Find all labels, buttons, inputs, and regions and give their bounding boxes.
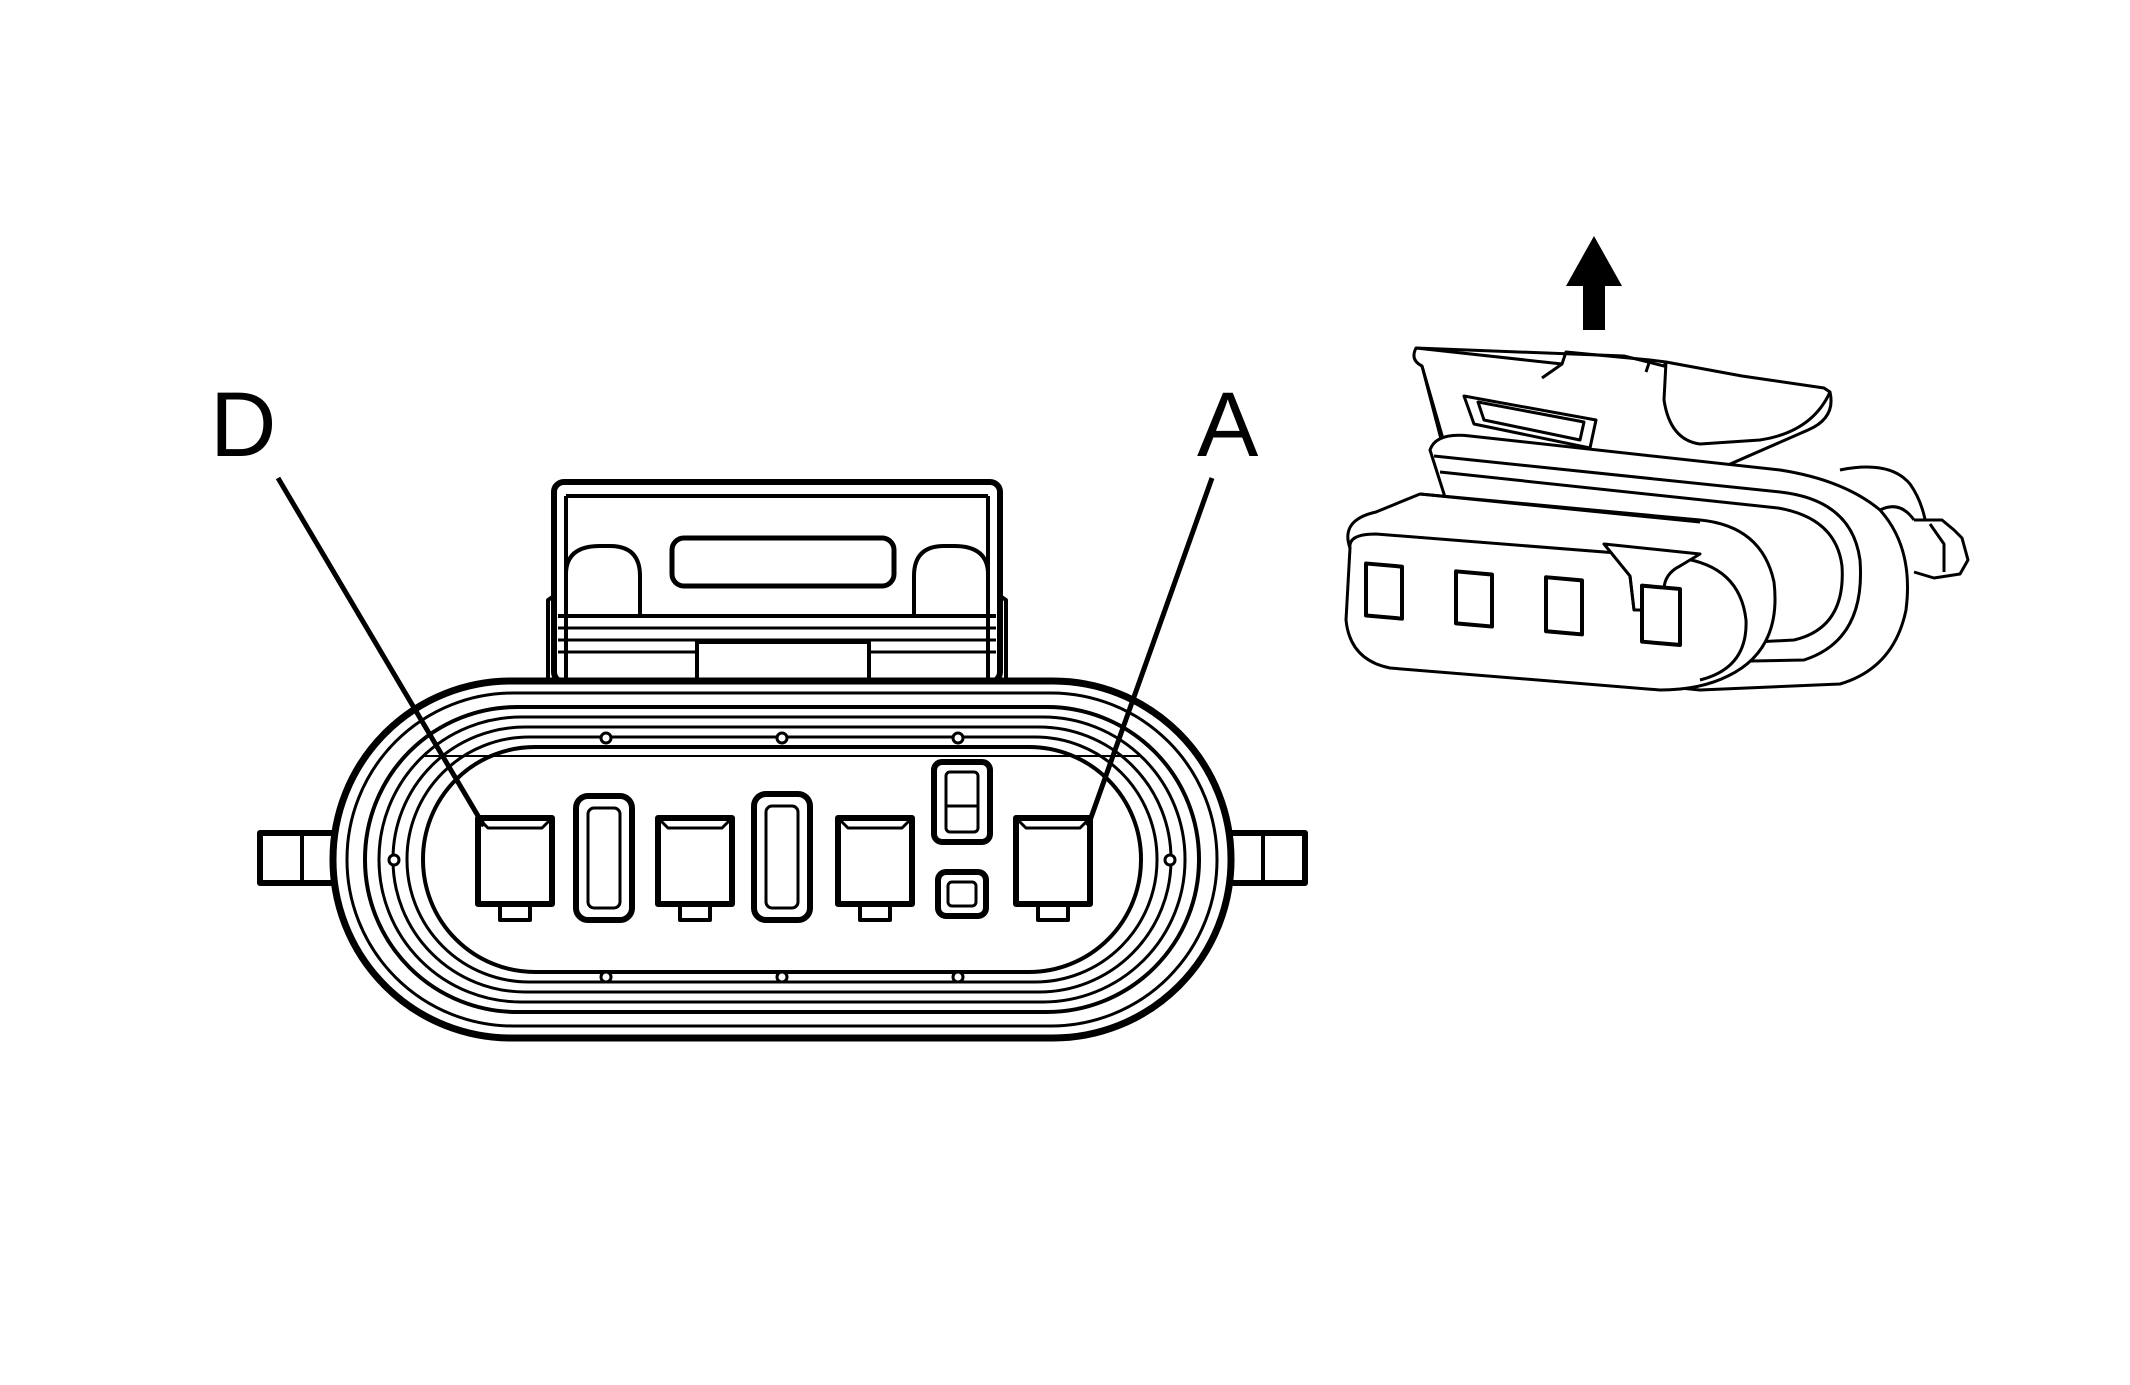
connector-front-view xyxy=(257,479,1308,1042)
arrow-up-icon xyxy=(1566,236,1622,330)
seal-slot-2 xyxy=(751,791,813,923)
iso-terminal-4 xyxy=(1640,583,1682,647)
terminal-cavity-a xyxy=(1013,815,1093,922)
connector-isometric-view xyxy=(1344,236,1970,692)
leader-line-a xyxy=(1085,477,1215,827)
pin-label-d: D xyxy=(210,374,276,476)
pin-label-a: A xyxy=(1197,374,1259,476)
keying-slot-upper xyxy=(931,759,993,845)
leader-line-d xyxy=(275,476,487,828)
terminal-cavity-b xyxy=(835,815,915,922)
terminal-cavity-c xyxy=(655,815,735,922)
keying-slot-lower xyxy=(935,869,989,919)
side-tab xyxy=(1913,518,1970,580)
registration-dots xyxy=(387,731,1177,984)
side-ear-right xyxy=(1227,830,1308,886)
iso-terminal-3 xyxy=(1544,575,1584,637)
side-ear-left xyxy=(257,830,338,886)
iso-terminal-1 xyxy=(1364,561,1404,621)
seal-slot-1 xyxy=(573,793,635,923)
pin-callouts: D A xyxy=(210,374,1259,828)
terminal-cavity-d xyxy=(475,815,555,922)
latch-housing xyxy=(546,479,1008,685)
iso-terminal-2 xyxy=(1454,569,1494,629)
